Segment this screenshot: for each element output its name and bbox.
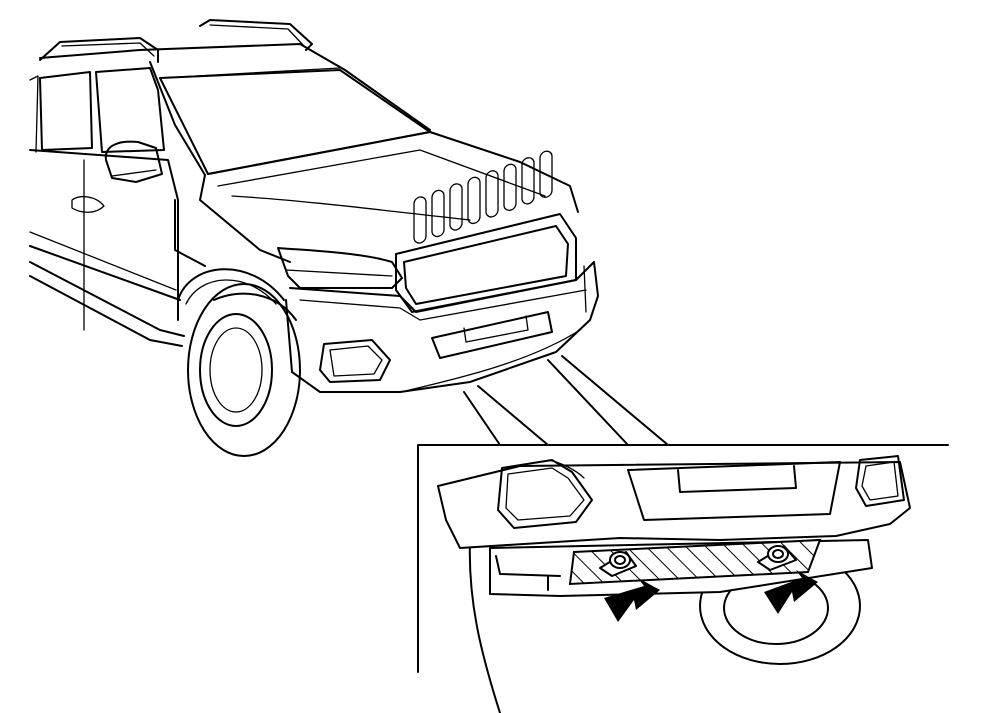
headlight xyxy=(277,247,403,289)
roof xyxy=(39,43,431,131)
front-bumper xyxy=(285,261,599,393)
detail-plate-recess xyxy=(627,461,841,521)
callout-lines xyxy=(463,355,669,446)
roof-rail-right xyxy=(199,19,313,51)
front-wheel xyxy=(187,283,301,457)
side-step xyxy=(29,261,185,347)
arrow-left xyxy=(604,578,660,622)
detail-panel xyxy=(417,444,949,713)
skid-plate xyxy=(568,538,822,586)
detail-bumper-face xyxy=(437,461,911,549)
plate-recess xyxy=(431,311,553,359)
hood xyxy=(207,131,579,213)
arrow-right xyxy=(764,570,818,614)
detail-right-lamp xyxy=(855,455,905,507)
tow-hook-right xyxy=(757,545,797,571)
roof-rail-left xyxy=(39,37,159,63)
side-window-front xyxy=(95,67,165,153)
detail-frame xyxy=(417,444,949,673)
side-mirror xyxy=(104,140,163,183)
wheel-arch xyxy=(177,268,285,301)
truck-body xyxy=(29,19,599,457)
side-window-rear xyxy=(39,71,93,151)
fog-lamp xyxy=(319,339,391,383)
grille-slats xyxy=(413,150,553,244)
tow-hook-left xyxy=(599,551,637,577)
